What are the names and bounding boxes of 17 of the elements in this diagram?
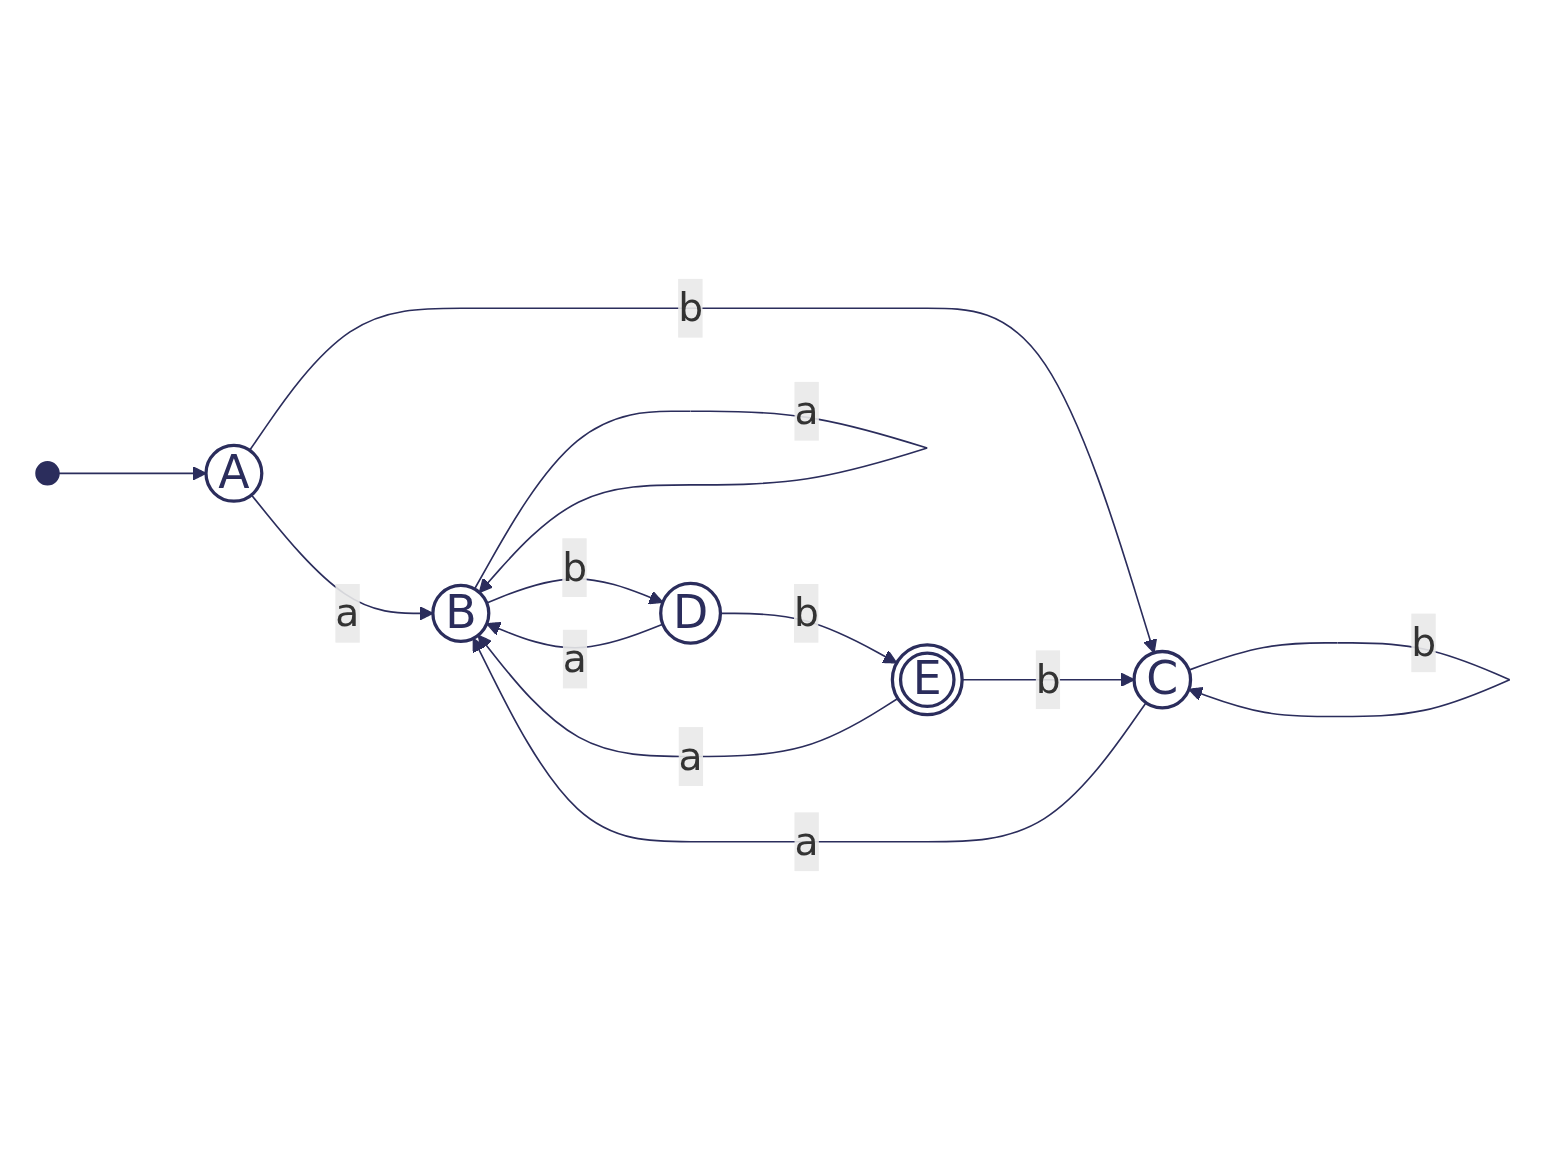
edge-label: b xyxy=(1411,619,1437,666)
edge-label: b xyxy=(678,284,704,331)
edge-label: a xyxy=(562,635,587,682)
edge-label: a xyxy=(794,818,819,865)
edge-label: b xyxy=(1035,656,1061,703)
arrow xyxy=(477,634,899,757)
node-circle: B xyxy=(431,583,491,643)
edge-label: a xyxy=(335,589,360,636)
node-circle: C xyxy=(1132,649,1193,710)
edge-label: a xyxy=(794,387,819,434)
edge-label: a xyxy=(678,733,703,779)
node-circle: E xyxy=(890,642,964,716)
node-circle: A xyxy=(204,443,264,503)
edge-label: b xyxy=(562,544,588,590)
node-circle: D xyxy=(659,581,723,645)
arrow xyxy=(472,637,1147,843)
edge-label: b xyxy=(793,589,819,636)
